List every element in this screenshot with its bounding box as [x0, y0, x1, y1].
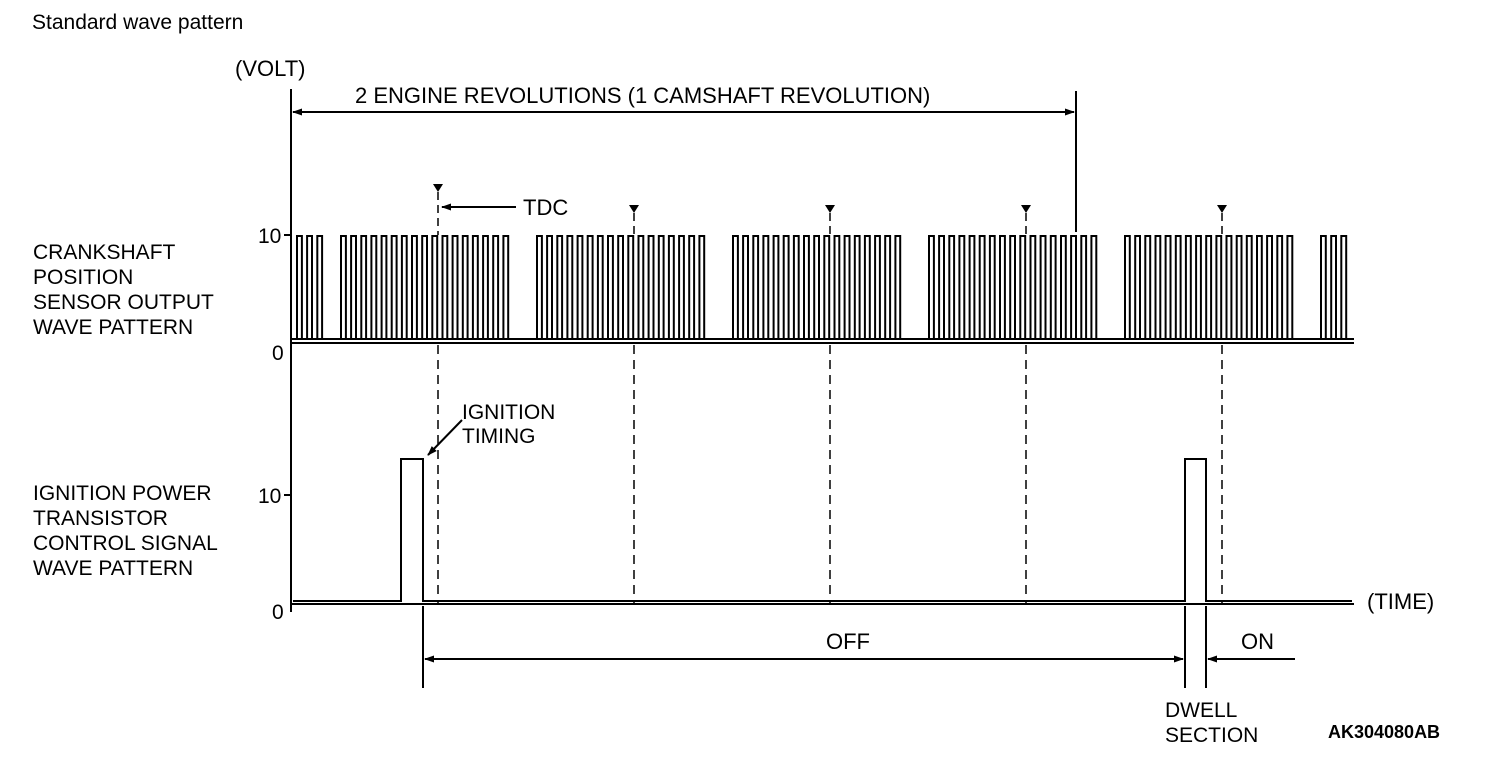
- volt-unit-label: (VOLT): [235, 56, 305, 81]
- ignition-timing-label: IGNITION TIMING: [462, 401, 561, 448]
- ignition-timing-line: TIMING: [462, 425, 536, 448]
- ignition-timing-line: IGNITION: [462, 401, 555, 424]
- crank-label-line: SENSOR OUTPUT: [33, 291, 214, 314]
- crank-label-line: CRANKSHAFT: [33, 241, 176, 264]
- ignition-tick-10: 10: [258, 485, 281, 508]
- ignition-label-line: CONTROL SIGNAL: [33, 532, 217, 555]
- dwell-section-line: DWELL: [1165, 699, 1237, 722]
- dwell-section-line: SECTION: [1165, 724, 1258, 747]
- crank-label: CRANKSHAFT POSITION SENSOR OUTPUT WAVE P…: [33, 241, 219, 339]
- crank-tick-0: 0: [272, 342, 284, 365]
- ignition-timing-arrow: [427, 419, 463, 456]
- time-axis-label: (TIME): [1367, 589, 1434, 614]
- crank-tick-10: 10: [258, 225, 281, 248]
- crank-label-line: POSITION: [33, 266, 133, 289]
- revolution-span-label: 2 ENGINE REVOLUTIONS (1 CAMSHAFT REVOLUT…: [355, 83, 930, 108]
- ignition-label-line: WAVE PATTERN: [33, 557, 193, 580]
- ignition-label-line: TRANSISTOR: [33, 507, 168, 530]
- tdc-marker: [1217, 205, 1227, 605]
- ignition-label-line: IGNITION POWER: [33, 482, 212, 505]
- tdc-label: TDC: [523, 195, 568, 220]
- tdc-marker: [433, 184, 443, 605]
- figure-code: AK304080AB: [1328, 722, 1440, 742]
- page-title: Standard wave pattern: [32, 11, 243, 34]
- ignition-tick-0: 0: [272, 601, 284, 624]
- on-label: ON: [1241, 629, 1274, 654]
- crank-wave-signal: [296, 235, 1348, 340]
- tdc-marker: [629, 205, 639, 605]
- dwell-section-label: DWELL SECTION: [1165, 699, 1258, 747]
- ignition-label: IGNITION POWER TRANSISTOR CONTROL SIGNAL…: [33, 482, 223, 580]
- crank-label-line: WAVE PATTERN: [33, 316, 193, 339]
- tdc-marker: [825, 205, 835, 605]
- tdc-marker: [1021, 205, 1031, 605]
- off-label: OFF: [826, 629, 870, 654]
- ignition-signal: [293, 458, 1352, 602]
